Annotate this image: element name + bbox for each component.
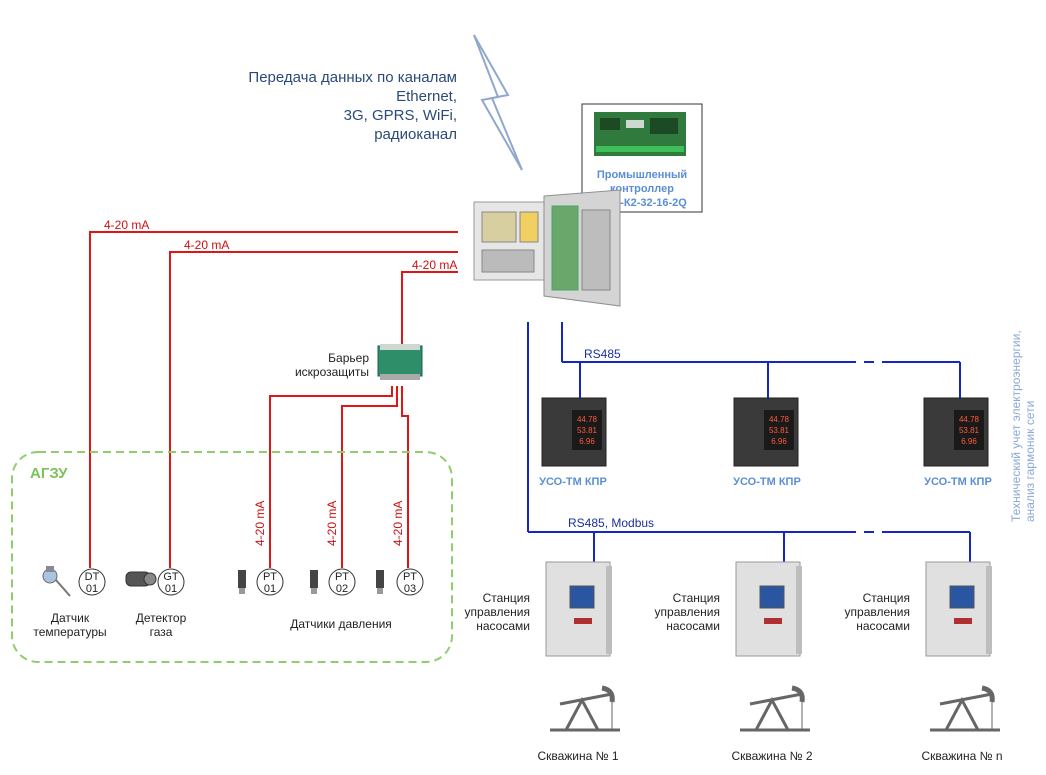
svg-text:44.78: 44.78 xyxy=(959,415,980,424)
sensor-pt-02: PT 02 xyxy=(328,568,356,596)
svg-text:02: 02 xyxy=(336,583,348,595)
sensor-captions: Датчик температуры Детектор газа Датчики… xyxy=(33,611,391,639)
svg-text:насосами: насосами xyxy=(666,619,720,633)
svg-text:4-20 mA: 4-20 mA xyxy=(391,501,405,546)
svg-text:Барьер: Барьер xyxy=(328,351,369,365)
pressure-sensor-icon-2 xyxy=(310,570,318,594)
pumpjack-icon-3 xyxy=(930,685,1000,732)
agzu-region xyxy=(11,451,453,663)
svg-text:Станция: Станция xyxy=(673,591,720,605)
agzu-title: АГЗУ xyxy=(30,465,68,482)
svg-text:управления: управления xyxy=(655,605,720,619)
svg-text:4-20 mA: 4-20 mA xyxy=(325,501,339,546)
svg-text:радиоканал: радиоканал xyxy=(374,126,457,143)
svg-text:управления: управления xyxy=(465,605,530,619)
temperature-sensor-icon xyxy=(42,566,71,597)
well-labels: Скважина № 1 Скважина № 2 Скважина № n xyxy=(537,749,1002,763)
svg-text:Датчик: Датчик xyxy=(51,611,90,625)
svg-text:6.96: 6.96 xyxy=(961,437,977,446)
current-loop-lines xyxy=(89,231,458,568)
pressure-current-labels: 4-20 mA 4-20 mA 4-20 mA xyxy=(253,501,405,546)
svg-text:6.96: 6.96 xyxy=(771,437,787,446)
svg-text:Скважина № 2: Скважина № 2 xyxy=(731,749,812,763)
svg-text:газа: газа xyxy=(150,625,173,639)
svg-text:Скважина № 1: Скважина № 1 xyxy=(537,749,618,763)
current-loop-labels: 4-20 mA 4-20 mA 4-20 mA xyxy=(104,218,457,272)
svg-text:4-20 mA: 4-20 mA xyxy=(104,218,149,232)
svg-text:DT: DT xyxy=(85,571,100,583)
svg-text:PT: PT xyxy=(335,571,349,583)
svg-text:3G, GPRS, WiFi,: 3G, GPRS, WiFi, xyxy=(344,107,457,124)
svg-text:44.78: 44.78 xyxy=(769,415,790,424)
svg-text:Промышленный: Промышленный xyxy=(597,169,687,181)
svg-text:4-20 mA: 4-20 mA xyxy=(412,258,457,272)
svg-text:44.78: 44.78 xyxy=(577,415,598,424)
svg-text:4-20 mA: 4-20 mA xyxy=(184,238,229,252)
svg-text:управления: управления xyxy=(845,605,910,619)
svg-text:01: 01 xyxy=(86,583,98,595)
pressure-sensor-icon-1 xyxy=(238,570,246,594)
meter-2: 44.78 53.81 6.96 xyxy=(733,397,799,467)
station-labels: Станция управления насосами Станция упра… xyxy=(465,591,910,633)
sensor-pt-03: PT 03 xyxy=(396,568,424,596)
svg-text:01: 01 xyxy=(165,583,177,595)
pumpjack-icon-2 xyxy=(740,685,810,732)
sensor-gt-01: GT 01 xyxy=(157,568,185,596)
barrier-icon xyxy=(377,344,423,380)
rs485-bus-label: RS485 xyxy=(584,347,621,361)
svg-text:контроллер: контроллер xyxy=(610,183,674,195)
svg-text:53.81: 53.81 xyxy=(959,426,980,435)
rs485-modbus-bus-label: RS485, Modbus xyxy=(568,516,654,530)
svg-text:насосами: насосами xyxy=(476,619,530,633)
gas-detector-icon xyxy=(125,571,157,587)
svg-text:насосами: насосами xyxy=(856,619,910,633)
svg-text:Детектор: Детектор xyxy=(136,611,187,625)
svg-text:Передача данных по каналам: Передача данных по каналам xyxy=(248,69,457,86)
svg-text:искрозащиты: искрозащиты xyxy=(295,365,369,379)
svg-text:Технический учет электроэнерги: Технический учет электроэнергии, xyxy=(1009,330,1023,522)
pump-station-2 xyxy=(735,561,802,657)
svg-text:6.96: 6.96 xyxy=(579,437,595,446)
svg-text:температуры: температуры xyxy=(33,625,106,639)
bus-lines xyxy=(527,322,971,562)
meter-labels: УСО-ТМ КПР УСО-ТМ КПР УСО-ТМ КПР xyxy=(539,476,992,488)
svg-text:PT: PT xyxy=(263,571,277,583)
svg-text:Скважина № n: Скважина № n xyxy=(921,749,1002,763)
energy-metering-note: Технический учет электроэнергии, анализ … xyxy=(1009,330,1037,522)
sensor-dt-01: DT 01 xyxy=(78,568,106,596)
pressure-sensor-icon-3 xyxy=(376,570,384,594)
svg-text:53.81: 53.81 xyxy=(577,426,598,435)
meter-3: 44.78 53.81 6.96 xyxy=(923,397,989,467)
sensor-pt-01: PT 01 xyxy=(256,568,284,596)
svg-text:Ethernet,: Ethernet, xyxy=(396,88,457,105)
pump-station-1 xyxy=(545,561,612,657)
svg-text:УСО-ТМ КПР: УСО-ТМ КПР xyxy=(539,476,607,488)
svg-text:УСО-ТМ КПР: УСО-ТМ КПР xyxy=(733,476,801,488)
pumpjack-icon-1 xyxy=(550,685,620,732)
svg-text:53.81: 53.81 xyxy=(769,426,790,435)
svg-text:анализ гармоник сети: анализ гармоник сети xyxy=(1023,401,1037,522)
svg-text:Станция: Станция xyxy=(483,591,530,605)
svg-text:01: 01 xyxy=(264,583,276,595)
barrier-label: Барьер искрозащиты xyxy=(295,351,369,379)
svg-text:УСО-ТМ КПР: УСО-ТМ КПР xyxy=(924,476,992,488)
pump-station-3 xyxy=(925,561,992,657)
svg-text:Станция: Станция xyxy=(863,591,910,605)
control-cabinet xyxy=(473,189,621,307)
transmission-label: Передача данных по каналам Ethernet, 3G,… xyxy=(248,69,457,143)
meter-1: 44.78 53.81 6.96 xyxy=(541,397,607,467)
svg-text:GT: GT xyxy=(163,571,179,583)
svg-text:4-20 mA: 4-20 mA xyxy=(253,501,267,546)
svg-text:PT: PT xyxy=(403,571,417,583)
svg-text:03: 03 xyxy=(404,583,416,595)
wireless-lightning-icon xyxy=(473,34,523,171)
svg-text:Датчики давления: Датчики давления xyxy=(290,617,392,631)
